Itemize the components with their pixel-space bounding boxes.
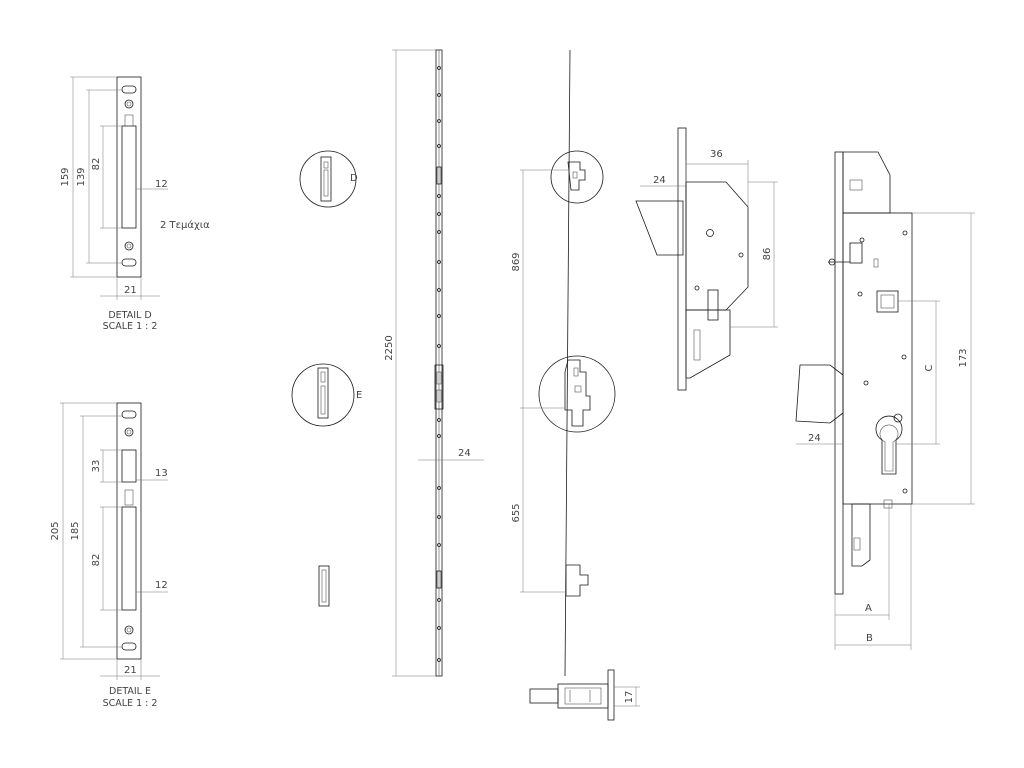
detail-d-bottom-slot: [121, 258, 137, 267]
detail-e-scale: SCALE 1 : 2: [103, 698, 158, 709]
lock-body-side: 36 24 86: [635, 127, 778, 391]
lock-side-faceplate: [677, 127, 687, 391]
detail-e-label: DETAIL E: [109, 686, 151, 697]
side-view-lock-circle: [538, 355, 616, 433]
detail-d-label: DETAIL D: [108, 310, 151, 321]
rod-lock-case: [434, 364, 444, 410]
end-bolt-thickness-dim: 17: [624, 691, 635, 704]
lock-front-screw-hole: [893, 413, 903, 423]
detail-e-upper-slot: [121, 449, 137, 483]
side-view-upper-dim: 869: [511, 252, 522, 271]
detail-e-dim-total: 205: [50, 521, 61, 540]
detail-d-dim-total: 159: [60, 167, 71, 186]
detail-d-dim-slot: 82: [91, 158, 102, 171]
detail-d-note: 2 Τεμάχια: [160, 219, 210, 231]
lock-front-height-dim: 173: [958, 348, 969, 367]
detail-d-bottom-screw: [124, 241, 134, 251]
rod-length-dim: 2250: [384, 335, 395, 360]
lock-side-height-dim: 86: [762, 248, 773, 261]
detail-e-strike-plate: [116, 402, 142, 660]
detail-e-dim-mid: 185: [70, 521, 81, 540]
lock-front-spindle: [876, 290, 899, 313]
loose-keeper-part: [318, 565, 330, 607]
lock-side-bolt-dim: 24: [653, 175, 666, 186]
detail-e: 205 185 33 82 13 12 21 DETAIL E SCALE 1 …: [50, 402, 168, 709]
callout-d-label: D: [350, 173, 358, 184]
detail-d-dim-width: 21: [124, 285, 137, 296]
lock-front-top-hook: [842, 151, 891, 214]
lock-front: 173 C 24 A B: [795, 151, 975, 650]
callouts: D E: [291, 150, 362, 607]
rod-width-dim: 24: [458, 448, 471, 459]
callout-d-circle: [299, 150, 357, 208]
side-view: 869 655 17: [511, 49, 640, 721]
long-rod: 2250 24: [384, 49, 484, 677]
rod-holes: [437, 66, 441, 662]
lock-front-case: [842, 212, 913, 505]
lock-front-b-dim: B: [866, 633, 873, 644]
detail-d-dim-mid: 139: [76, 167, 87, 186]
detail-d-top-slot: [121, 85, 137, 94]
side-view-top-latch-circle: [550, 150, 604, 204]
detail-e-dim-upper-width: 13: [155, 468, 168, 479]
detail-e-lower-slot: [121, 506, 137, 611]
detail-d-dim-slot-width: 12: [155, 179, 168, 190]
callout-e-circle: [291, 363, 355, 427]
lock-side-depth-dim: 36: [710, 149, 723, 160]
lock-front-backset-dim: 24: [808, 433, 821, 444]
end-bolt: [529, 669, 615, 721]
side-view-lower-dim: 655: [511, 503, 522, 522]
detail-e-dim-lower: 82: [91, 554, 102, 567]
rod-lower-latch: [436, 570, 442, 589]
detail-e-dim-lower-width: 12: [155, 580, 168, 591]
detail-d: 159 139 82 12 21 2 Τεμάχια DETAIL D SCAL…: [60, 76, 210, 332]
side-view-bottom-latch: [565, 564, 589, 597]
rod-upper-latch: [436, 166, 442, 185]
detail-d-top-screw: [124, 99, 134, 109]
detail-d-scale: SCALE 1 : 2: [103, 321, 158, 332]
lock-side-latch-bolt: [635, 200, 684, 256]
lock-front-faceplate: [834, 151, 844, 595]
lock-front-a-dim: A: [865, 603, 872, 614]
detail-e-dim-width: 21: [124, 665, 137, 676]
lock-side-case: [685, 181, 749, 311]
lock-front-cylinder-hole: [875, 415, 903, 475]
detail-e-dim-upper: 33: [91, 460, 102, 473]
lock-front-c-dim: C: [924, 364, 935, 371]
detail-d-latch-slot: [121, 125, 137, 229]
detail-d-strike-plate: [116, 76, 142, 278]
callout-e-label: E: [356, 390, 362, 401]
lock-front-latch-bolt: [795, 364, 844, 424]
